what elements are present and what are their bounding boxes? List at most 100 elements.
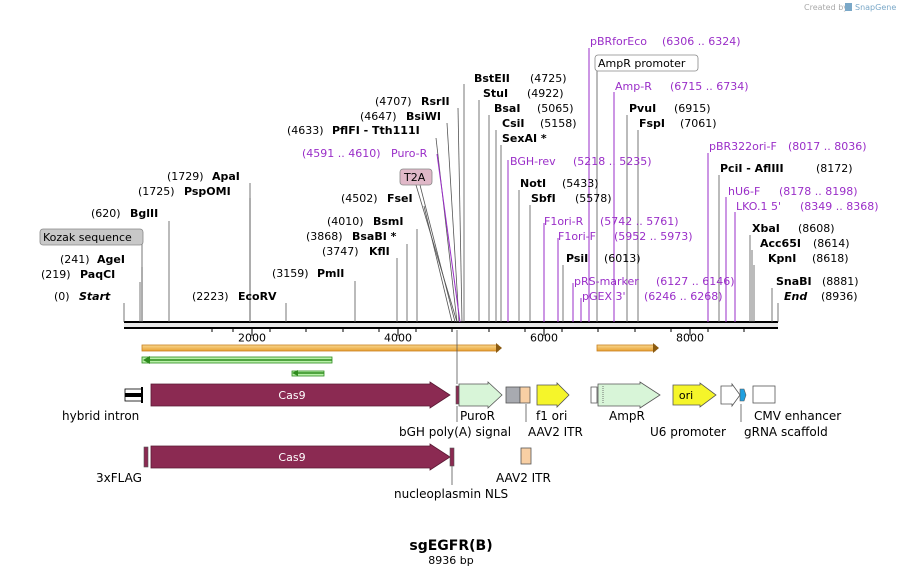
svg-text:(4707): (4707) xyxy=(375,95,412,108)
svg-text:pRS-marker: pRS-marker xyxy=(574,275,639,288)
svg-text:hU6-F: hU6-F xyxy=(728,185,760,198)
feature-puror xyxy=(458,381,503,409)
svg-text:(5578): (5578) xyxy=(575,192,612,205)
orf-cas9-forward xyxy=(141,343,502,353)
label-f1ori: f1 ori xyxy=(536,409,567,423)
svg-text:(5218 .. 5235): (5218 .. 5235) xyxy=(573,155,652,168)
site-pflfi-tth111i: (4633) PflFI - Tth111I xyxy=(287,124,420,137)
site-paqci: (219) PaqCI xyxy=(41,268,115,281)
svg-text:(4647): (4647) xyxy=(360,110,397,123)
tick-label-8000: 8000 xyxy=(676,331,704,344)
feature-grna-scaffold xyxy=(739,388,747,402)
svg-text:F1ori-F: F1ori-F xyxy=(558,230,596,243)
site-acc65i: Acc65I (8614) xyxy=(760,237,850,250)
svg-text:SbfI: SbfI xyxy=(531,192,556,205)
svg-text:(8349 .. 8368): (8349 .. 8368) xyxy=(800,200,879,213)
site-bsmi: (4010) BsmI xyxy=(327,215,404,228)
svg-text:StuI: StuI xyxy=(483,87,508,100)
svg-text:(3747): (3747) xyxy=(322,245,359,258)
label-aav2-itr-bottom: AAV2 ITR xyxy=(496,471,551,485)
svg-text:PspOMI: PspOMI xyxy=(184,185,231,198)
svg-text:Acc65I: Acc65I xyxy=(760,237,801,250)
map-title: sgEGFR(B) 8936 bp xyxy=(409,538,492,567)
svg-text:(7061): (7061) xyxy=(680,117,717,130)
svg-text:(2223): (2223) xyxy=(192,290,229,303)
site-bglii: (620) BglII xyxy=(91,207,158,220)
svg-text:PciI - AflIII: PciI - AflIII xyxy=(720,162,784,175)
site-connector-lines xyxy=(123,70,779,323)
svg-text:BsaBI *: BsaBI * xyxy=(352,230,397,243)
svg-text:AmpR promoter: AmpR promoter xyxy=(598,57,686,70)
primer-pbr322ori-f: pBR322ori-F (8017 .. 8036) xyxy=(709,140,867,153)
svg-text:NotI: NotI xyxy=(520,177,546,190)
feature-3xflag xyxy=(143,446,149,468)
svg-text:(0): (0) xyxy=(54,290,70,303)
svg-text:Puro-R: Puro-R xyxy=(391,147,428,160)
label-aav2-itr-top: AAV2 ITR xyxy=(528,425,583,439)
svg-text:PsiI: PsiI xyxy=(566,252,588,265)
svg-text:(8608): (8608) xyxy=(798,222,835,235)
feature-aav2-itr-top xyxy=(519,386,531,404)
svg-text:(5433): (5433) xyxy=(562,177,599,190)
svg-text:(4922): (4922) xyxy=(527,87,564,100)
svg-text:(8936): (8936) xyxy=(821,290,858,303)
feature-cas9-bottom: Cas9 xyxy=(150,443,451,471)
feature-labels-row2: 3xFLAG AAV2 ITR nucleoplasmin NLS xyxy=(96,471,551,501)
svg-text:Amp-R: Amp-R xyxy=(615,80,652,93)
svg-text:pBR322ori-F: pBR322ori-F xyxy=(709,140,777,153)
svg-text:(5742 .. 5761): (5742 .. 5761) xyxy=(600,215,679,228)
svg-text:(8017 .. 8036): (8017 .. 8036) xyxy=(788,140,867,153)
svg-text:EcoRV: EcoRV xyxy=(238,290,277,303)
svg-text:(1729): (1729) xyxy=(167,170,204,183)
label-3xflag: 3xFLAG xyxy=(96,471,142,485)
site-bsteii: BstEII (4725) xyxy=(474,72,567,85)
svg-text:Created by: Created by xyxy=(804,3,848,12)
svg-text:(1725): (1725) xyxy=(138,185,175,198)
primer-f1ori-r: F1ori-R (5742 .. 5761) xyxy=(544,215,679,228)
site-kpni: KpnI (8618) xyxy=(768,252,849,265)
plasmid-name: sgEGFR(B) xyxy=(409,538,492,554)
svg-text:(4633): (4633) xyxy=(287,124,324,137)
primer-f1ori-f: F1ori-F (5952 .. 5973) xyxy=(558,230,693,243)
svg-text:(5952 .. 5973): (5952 .. 5973) xyxy=(614,230,693,243)
svg-text:F1ori-R: F1ori-R xyxy=(544,215,584,228)
svg-text:(6306 .. 6324): (6306 .. 6324) xyxy=(662,35,741,48)
site-fspi: FspI (7061) xyxy=(639,117,717,130)
site-stui: StuI (4922) xyxy=(483,87,564,100)
feature-cas9-top: Cas9 xyxy=(150,381,451,409)
axis-tick-labels: 2000 4000 6000 8000 xyxy=(238,331,704,344)
svg-text:(8172): (8172) xyxy=(816,162,853,175)
svg-text:BglII: BglII xyxy=(130,207,158,220)
svg-text:KpnI: KpnI xyxy=(768,252,796,265)
site-bsabi: (3868) BsaBI * xyxy=(306,230,397,243)
feature-ori: ori xyxy=(672,382,717,408)
t2a-box: T2A xyxy=(399,168,458,323)
tick-label-2000: 2000 xyxy=(238,331,266,344)
feature-u6-promoter xyxy=(720,382,741,408)
svg-text:T2A: T2A xyxy=(403,171,426,184)
axis-major-ticks xyxy=(251,328,691,336)
svg-text:BsiWI: BsiWI xyxy=(406,110,441,123)
tick-label-6000: 6000 xyxy=(530,331,558,344)
feature-label-connectors xyxy=(456,330,742,422)
site-sexai: SexAI * xyxy=(502,132,547,145)
svg-text:(3868): (3868) xyxy=(306,230,343,243)
svg-text:(5065): (5065) xyxy=(537,102,574,115)
primer-hu6-f: hU6-F (8178 .. 8198) xyxy=(728,185,858,198)
svg-text:KflI: KflI xyxy=(369,245,390,258)
site-rsrii: (4707) RsrII xyxy=(375,95,450,108)
svg-text:FspI: FspI xyxy=(639,117,665,130)
svg-text:CsiI: CsiI xyxy=(502,117,524,130)
snapgene-logo-icon xyxy=(845,3,852,11)
svg-text:Cas9: Cas9 xyxy=(278,389,305,402)
kozak-sequence-box: Kozak sequence xyxy=(39,228,144,246)
plasmid-length: 8936 bp xyxy=(428,554,473,567)
svg-text:(8618): (8618) xyxy=(812,252,849,265)
site-pvui: PvuI (6915) xyxy=(629,102,711,115)
svg-text:(8178 .. 8198): (8178 .. 8198) xyxy=(779,185,858,198)
site-noti: NotI (5433) xyxy=(520,177,599,190)
primer-pgex-3: pGEX 3' (6246 .. 6268) xyxy=(582,290,723,303)
svg-text:Kozak sequence: Kozak sequence xyxy=(43,231,132,244)
site-pcii-afliii: PciI - AflIII (8172) xyxy=(720,162,853,175)
svg-text:(6915): (6915) xyxy=(674,102,711,115)
